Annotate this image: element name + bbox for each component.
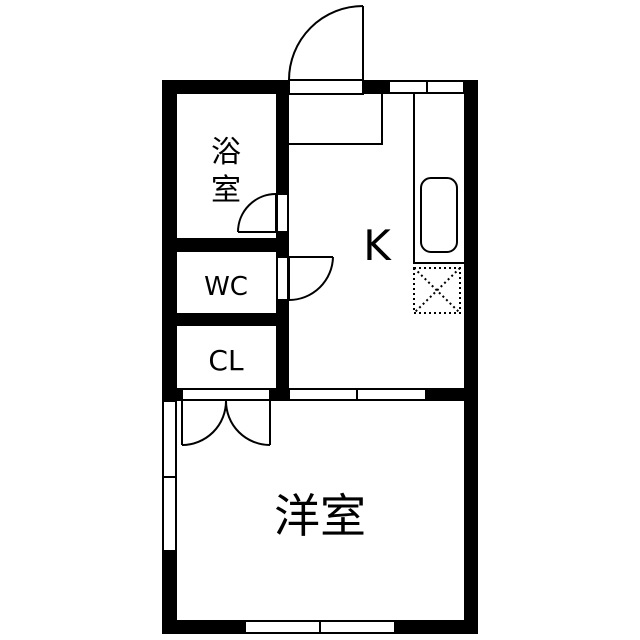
room-label-bath-2: 室 [211, 173, 241, 208]
room-label-kitchen: K [363, 221, 392, 270]
window-top [388, 80, 465, 94]
closet-double-door [181, 388, 271, 446]
walls [162, 80, 478, 634]
bath-door [237, 193, 289, 233]
wall-interior-vertical-1 [276, 80, 289, 194]
stove-dotted-x-icon [413, 267, 461, 314]
wall-top-left [162, 80, 289, 94]
wall-wc-cl [162, 313, 289, 326]
sliding-door [288, 388, 427, 401]
wall-left-lower [162, 551, 177, 634]
wc-door [276, 256, 334, 301]
room-label-wc: WC [204, 272, 248, 302]
room-label-bath-1: 浴 [211, 135, 241, 170]
kitchen-counter [413, 94, 464, 264]
wall-bath-wc [162, 238, 289, 252]
entrance-door [288, 5, 364, 95]
room-label-closet: CL [208, 344, 244, 377]
sink-icon [420, 177, 458, 253]
room-label-western-room: 洋室 [274, 489, 366, 543]
window-left [162, 400, 177, 552]
wall-top-block [363, 80, 389, 94]
wall-mid-left [162, 388, 182, 401]
wall-mid-right [426, 388, 478, 401]
genkan-step [289, 94, 383, 145]
wall-mid-center [270, 388, 289, 401]
wall-right [464, 80, 478, 634]
window-bottom [244, 620, 396, 634]
